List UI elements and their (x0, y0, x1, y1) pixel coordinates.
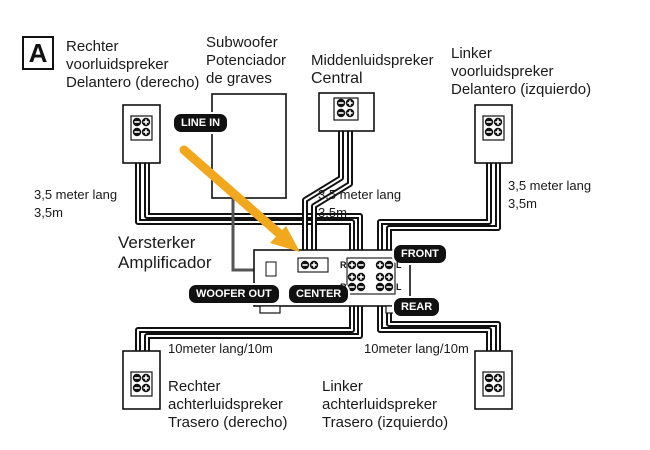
cable-length-center: 3,5 meter lang 3,5m (318, 186, 401, 222)
front-right-line1: Rechter (66, 38, 119, 55)
rear-right-line3: Trasero (derecho) (168, 414, 288, 431)
rear-terminal-label: REAR (392, 296, 442, 318)
channel-l-rear: L (396, 282, 402, 292)
cable-length-front-right: 3,5 meter lang 3,5m (34, 186, 117, 222)
cable-length-rear-right: 10meter lang/10m (168, 341, 273, 356)
cable-length-front-left-line1: 3,5 meter lang (508, 178, 592, 193)
speaker-rear-left (474, 350, 513, 410)
front-left-line1: Linker (451, 45, 492, 62)
subwoofer-line2: Potenciador (206, 52, 287, 69)
center-line1: Middenluidspreker (311, 52, 434, 69)
rear-left-speaker-label: Linker achterluidspreker Trasero (izquie… (322, 378, 448, 432)
front-terminal-label: FRONT (392, 243, 448, 265)
rear-right-line1: Rechter (168, 378, 221, 395)
cable-length-front-right-line1: 3,5 meter lang (34, 187, 118, 202)
subwoofer-label: Subwoofer Potenciador de graves (206, 34, 286, 88)
woofer-out-label: WOOFER OUT (187, 283, 281, 305)
cable-length-front-left: 3,5 meter lang 3,5m (508, 177, 591, 213)
subwoofer-line3: de graves (206, 70, 272, 87)
highlight-arrow (179, 145, 300, 252)
channel-r-rear: R (340, 282, 347, 292)
subwoofer-line1: Subwoofer (206, 34, 278, 51)
channel-r-front: R (340, 260, 347, 270)
rear-left-line2: achterluidspreker (322, 396, 438, 413)
speaker-wires (135, 115, 501, 381)
front-left-line3: Delantero (izquierdo) (451, 81, 592, 98)
front-right-line2: voorluidspreker (66, 56, 169, 73)
figure-letter: A (22, 36, 54, 70)
speaker-rear-right (122, 350, 161, 410)
channel-l-front: L (396, 260, 402, 270)
front-right-line3: Delantero (derecho) (66, 74, 200, 91)
center-speaker-label: Middenluidspreker Central (311, 52, 434, 88)
front-left-speaker-label: Linker voorluidspreker Delantero (izquie… (451, 45, 591, 99)
cable-length-rear-left: 10meter lang/10m (364, 341, 469, 356)
rear-right-line2: achterluidspreker (168, 396, 284, 413)
center-line2: Central (311, 70, 363, 87)
speaker-front-left (474, 104, 513, 164)
cable-length-center-line2: 3,5m (318, 205, 347, 220)
cable-length-center-line1: 3,5 meter lang (318, 187, 402, 202)
speaker-front-right (122, 104, 161, 164)
speaker-center (318, 92, 375, 132)
cable-length-front-left-line2: 3,5m (508, 196, 537, 211)
front-right-speaker-label: Rechter voorluidspreker Delantero (derec… (66, 38, 199, 92)
rear-right-speaker-label: Rechter achterluidspreker Trasero (derec… (168, 378, 288, 432)
amplifier-line1: Versterker (118, 233, 196, 252)
rear-left-line3: Trasero (izquierdo) (322, 414, 449, 431)
cable-length-front-right-line2: 3,5m (34, 205, 63, 220)
amplifier-line2: Amplificador (118, 253, 212, 272)
center-terminal-label: CENTER (287, 283, 351, 305)
front-left-line2: voorluidspreker (451, 63, 554, 80)
rear-left-line1: Linker (322, 378, 363, 395)
amplifier-label: Versterker Amplificador (118, 233, 212, 273)
line-in-label: LINE IN (172, 112, 230, 134)
